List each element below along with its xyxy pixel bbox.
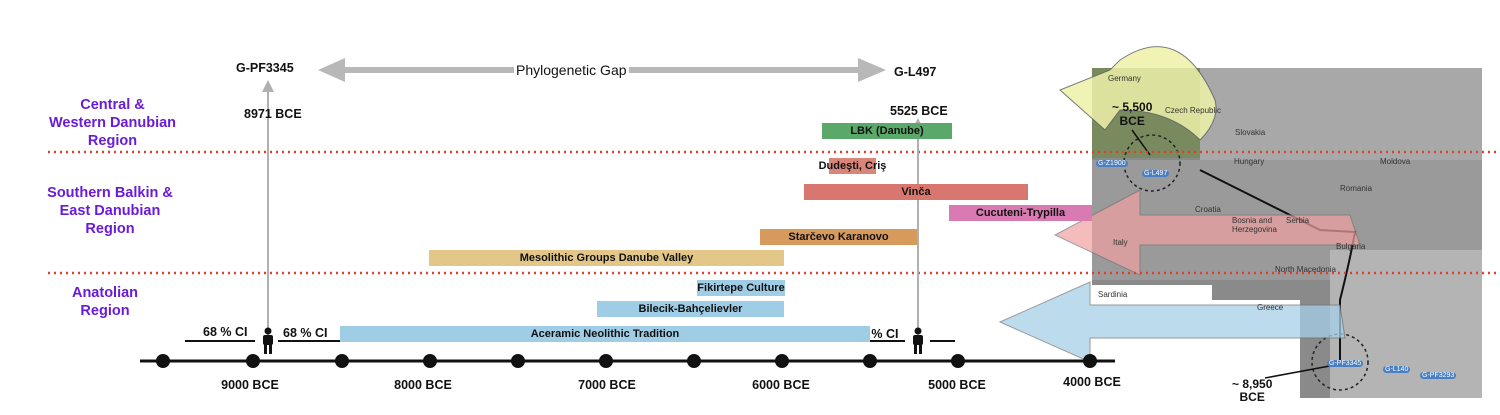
tick-label-8000: 8000 BCE [394,378,452,392]
estimate-circle-top [1123,134,1181,192]
culture-bar-cucuteni: Cucuteni-Trypilla [949,205,1092,221]
estimate-label-top: ~ 5,500 BCE [1112,100,1153,128]
region-label-anatolian: Anatolian Region [50,284,160,320]
time-axis-dots [156,354,1097,368]
map-pin-g-pf3293: G-PF3293 [1420,372,1457,379]
map-pin-g-l140: G-L140 [1383,366,1411,373]
ci-label-left-a: 68 % CI [203,325,248,339]
region-label-central: Central & Western Danubian Region [40,96,185,150]
map-anatolia [1330,250,1482,398]
tick-label-9000: 9000 BCE [221,378,279,392]
pin-label-pf3345: G-PF3345 [1329,360,1362,367]
culture-bar-bilecik: Bilecik-Bahçelievler [597,301,784,317]
haplogroup-left-label: G-PF3345 [236,61,294,75]
culture-bilecik-label: Bilecik-Bahçelievler [638,303,743,315]
axis-dot [511,354,525,368]
axis-dot [687,354,701,368]
map-label-bulgaria: Bulgaria [1336,242,1366,251]
culture-cucuteni-label: Cucuteni-Trypilla [975,207,1066,219]
axis-dot [156,354,170,368]
axis-dot [775,354,789,368]
culture-bar-dudesti-cris: Dudeşti, Criş [819,158,886,174]
date-left-label: 8971 BCE [244,107,302,121]
axis-dot [246,354,260,368]
region-central-text: Central & Western Danubian Region [48,97,177,149]
pin-label-pf3293: G-PF3293 [1422,372,1455,379]
date-right-label: 5525 BCE [890,104,948,118]
estimate-label-bottom: ~ 8,950 BCE [1232,377,1273,404]
culture-vinca-label: Vinča [901,186,931,198]
culture-mesolithic-label: Mesolithic Groups Danube Valley [519,252,694,264]
pin-label-l140: G-L140 [1385,366,1409,373]
region-label-southern: Southern Balkin & East Danubian Region [30,184,190,238]
map-label-italy: Italy [1113,238,1128,247]
culture-fikirtepe-label: Fikirtepe Culture [697,282,785,294]
estimate-pointer-bottom [1264,364,1336,379]
pin-label-z1900: G-Z1900 [1098,160,1126,167]
culture-bar-aceramic: Aceramic Neolithic Tradition [340,326,870,342]
tick-label-4000: 4000 BCE [1063,375,1121,389]
culture-starcevo-label: Starčevo Karanovo [788,231,889,243]
haplogroup-right-label: G-L497 [894,65,937,79]
culture-dudesti-label: Dudeşti, Criş [818,160,887,172]
axis-dot [423,354,437,368]
map-label-hungary: Hungary [1234,157,1265,166]
axis-dot [335,354,349,368]
culture-bar-fikirtepe: Fikirtepe Culture [697,280,785,296]
map-label-bosnia: Bosnia and Herzegovina [1232,216,1277,234]
pin-label-l497: G-L497 [1144,170,1168,177]
map-sea [1092,285,1212,398]
culture-bar-mesolithic: Mesolithic Groups Danube Valley [429,250,784,266]
arrow-red-icon [1053,189,1361,276]
person-icon-right [913,327,923,354]
map-label-serbia: Serbia [1286,216,1310,225]
map-label-greece: Greece [1257,303,1284,312]
map-label-germany: Germany [1108,74,1141,83]
person-icon-left [263,327,273,354]
culture-bar-starcevo: Starčevo Karanovo [760,229,917,245]
estimate-circle-bottom [1311,333,1369,391]
culture-bar-vinca: Vinča [804,184,1028,200]
tick-label-6000: 6000 BCE [752,378,810,392]
culture-lbk-label: LBK (Danube) [850,125,924,137]
culture-bar-lbk: LBK (Danube) [822,123,952,139]
tick-label-5000: 5000 BCE [928,378,986,392]
map-label-slovakia: Slovakia [1235,128,1266,137]
ci-label-left-b: 68 % CI [283,326,328,340]
axis-dot [599,354,613,368]
axis-dot [1083,354,1097,368]
phylogenetic-gap-label: Phylogenetic Gap [514,62,629,78]
map-pin-g-l497: G-L497 [1142,170,1170,177]
map-pin-g-pf3345: G-PF3345 [1327,360,1364,367]
arrow-yellow-icon [1059,46,1217,141]
map-label-croatia: Croatia [1195,205,1221,214]
axis-dot [951,354,965,368]
map-label-czech: Czech Republic [1165,106,1222,115]
map-pin-g-z1900: G-Z1900 [1096,160,1128,167]
map-label-sardinia: Sardinia [1098,290,1128,299]
map-label-romania: Romania [1340,184,1373,193]
tick-label-7000: 7000 BCE [578,378,636,392]
culture-aceramic-label: Aceramic Neolithic Tradition [530,328,680,340]
axis-dot [863,354,877,368]
left-date-arrow [262,80,274,345]
map-label-north-macedonia: North Macedonia [1275,265,1336,274]
map-label-moldova: Moldova [1380,157,1411,166]
region-southern-text: Southern Balkin & East Danubian Region [47,185,173,237]
region-anatolian-text: Anatolian Region [71,285,139,319]
